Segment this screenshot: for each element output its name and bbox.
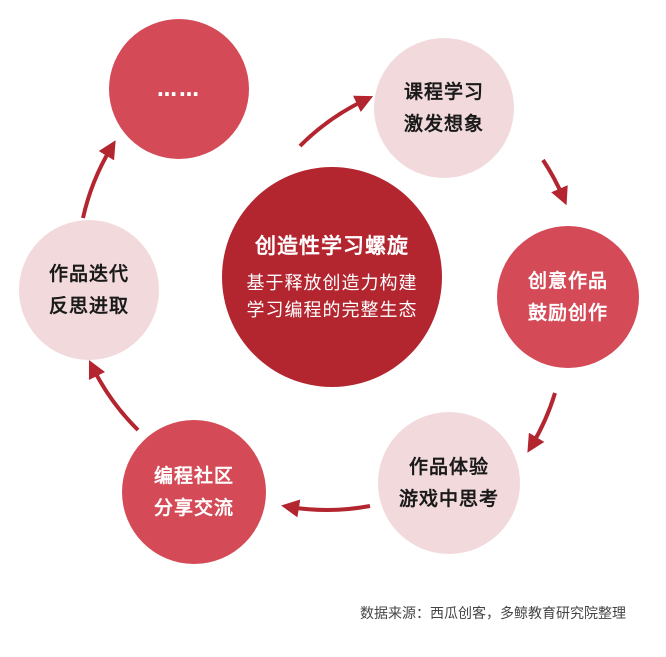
node-experience-line2: 游戏中思考 xyxy=(398,488,499,510)
arrow-center-to-course xyxy=(298,95,374,148)
center-subtitle-line1: 基于释放创造力构建 xyxy=(246,273,418,294)
node-work-iteration: 作品迭代 反思进取 xyxy=(19,220,159,360)
node-work-experience: 作品体验 游戏中思考 xyxy=(378,412,520,554)
arrow-course-to-creative xyxy=(541,158,568,206)
center-subtitle-line2: 学习编程的完整生态 xyxy=(246,300,418,321)
source-note: 数据来源：西瓜创客，多鲸教育研究院整理 xyxy=(360,606,626,622)
arrow-creative-to-experience xyxy=(527,392,557,453)
node-course-learning: 课程学习 激发想象 xyxy=(374,38,514,178)
arrow-iterate-to-more xyxy=(81,140,116,219)
arrow-community-to-iterate xyxy=(88,359,140,432)
node-creative-works: 创意作品 鼓励创作 xyxy=(497,226,639,368)
node-more-ellipsis: …… xyxy=(157,77,201,101)
node-iterate-line1: 作品迭代 xyxy=(48,263,129,285)
node-creative-line2: 鼓励创作 xyxy=(527,302,608,324)
node-course-line1: 课程学习 xyxy=(403,81,484,103)
node-iterate-line2: 反思进取 xyxy=(48,295,129,317)
center-title: 创造性学习螺旋 xyxy=(255,234,409,258)
node-community-line2: 分享交流 xyxy=(153,497,234,519)
node-more: …… xyxy=(109,19,249,159)
arrow-experience-to-community xyxy=(281,499,371,518)
node-community-line1: 编程社区 xyxy=(153,465,234,487)
node-course-line2: 激发想象 xyxy=(403,113,484,135)
node-creative-line1: 创意作品 xyxy=(527,270,608,292)
center-node: 创造性学习螺旋 基于释放创造力构建 学习编程的完整生态 xyxy=(222,167,442,387)
node-experience-line1: 作品体验 xyxy=(408,456,489,478)
node-coding-community: 编程社区 分享交流 xyxy=(122,420,266,564)
